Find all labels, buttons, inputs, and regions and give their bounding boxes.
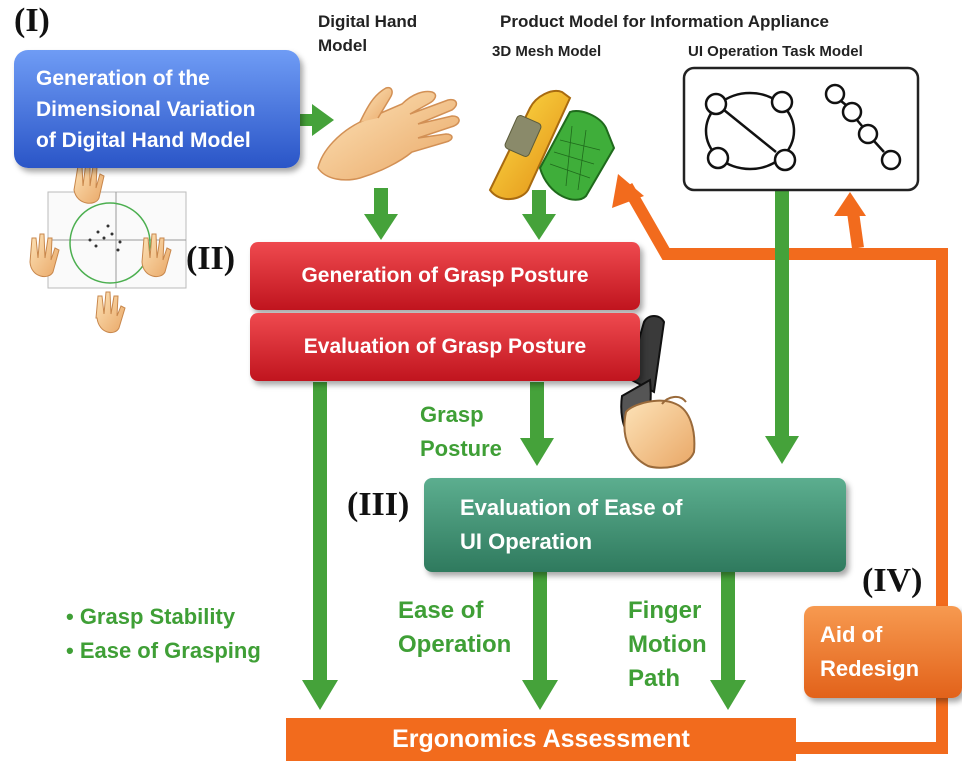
grasp-posture-label: Grasp Posture — [420, 402, 502, 461]
grasp-evaluation-box: Evaluation of Grasp Posture — [250, 313, 640, 381]
stage-label-i: (I) — [14, 2, 50, 39]
ergonomics-assessment-bar: Ergonomics Assessment — [286, 718, 796, 761]
stage-label-ii: (II) — [186, 240, 236, 277]
ui-task-model-header: UI Operation Task Model — [688, 43, 863, 60]
phone-mesh-icon — [488, 90, 616, 201]
feedback-arrowhead-task — [834, 192, 866, 216]
state-graph-icon — [704, 83, 902, 172]
task-model-frame — [682, 66, 920, 192]
green-arrows — [300, 104, 799, 710]
hand-icon — [317, 86, 460, 181]
aid-of-redesign-box: Aid of Redesign — [804, 606, 962, 698]
feedback-arrowhead-mesh — [612, 174, 644, 208]
grasp-metrics-label: • Grasp Stability • Ease of Grasping — [66, 604, 261, 663]
ease-of-operation-label: Ease of Operation — [398, 597, 512, 658]
hand-variation-plot-icon — [29, 161, 187, 334]
dimensional-variation-box: Generation of the Dimensional Variation … — [14, 50, 300, 168]
finger-motion-path-label: Finger Motion Path — [628, 597, 707, 692]
stage-label-iv: (IV) — [862, 562, 923, 599]
mesh-model-header: 3D Mesh Model — [492, 43, 602, 60]
product-model-header: Product Model for Information Appliance — [500, 12, 829, 31]
stage-label-iii: (III) — [347, 486, 410, 523]
grasp-generation-box: Generation of Grasp Posture — [250, 242, 640, 310]
ui-evaluation-box: Evaluation of Ease of UI Operation — [424, 478, 846, 572]
digital-hand-header: Digital Hand Model — [318, 12, 418, 55]
